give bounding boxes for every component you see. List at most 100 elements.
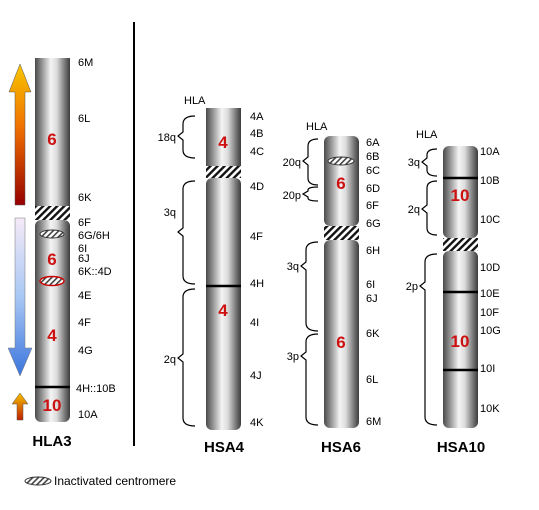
band-label: 6K bbox=[366, 328, 380, 340]
hsa10-centromere bbox=[443, 238, 478, 251]
band-label: 6H bbox=[366, 245, 380, 257]
bracket bbox=[300, 333, 319, 426]
bracket-label: 20q bbox=[283, 157, 301, 169]
hsa6-centromere bbox=[324, 226, 359, 240]
band-label: 6F bbox=[366, 200, 379, 212]
band-label: 10G bbox=[480, 325, 501, 337]
band-label: 6D bbox=[366, 183, 380, 195]
bracket-label: 18q bbox=[158, 132, 176, 144]
band-label: 4F bbox=[78, 317, 91, 329]
band-label: 6I bbox=[366, 279, 375, 291]
bracket-label: 3q bbox=[408, 157, 420, 169]
band-label: 6K bbox=[78, 192, 92, 204]
band-label: 6G/6H bbox=[78, 230, 110, 242]
band-label: 10A bbox=[480, 146, 500, 158]
hla3-centromere bbox=[35, 206, 70, 220]
legend-label: Inactivated centromere bbox=[54, 474, 176, 488]
band-label: 6B bbox=[366, 151, 379, 163]
hsa6-chromosome: HLA 6 6 6A 6B 6C 6D 6F 6G 6H 6I 6J 6K 6L… bbox=[283, 121, 382, 456]
band-label: 4D bbox=[250, 181, 264, 193]
band-label: 6I bbox=[78, 243, 87, 255]
bracket-label: 2q bbox=[164, 354, 176, 366]
hsa10-chromosome: HLA 10 10 10A 10B 10C 10D 10E 10F 10G 10… bbox=[406, 129, 501, 456]
bracket bbox=[177, 115, 196, 159]
band-label: 10B bbox=[480, 175, 500, 187]
band-label: 6L bbox=[78, 113, 90, 125]
band-label: 4G bbox=[78, 345, 93, 357]
bracket-label: 3p bbox=[287, 351, 299, 363]
band-label: 4B bbox=[250, 128, 263, 140]
inactivated-centromere-icon bbox=[39, 229, 65, 239]
inactivated-centromere-icon bbox=[24, 476, 52, 486]
bracket bbox=[421, 148, 438, 177]
band-label: 6J bbox=[78, 253, 90, 265]
chromosome-name: HSA4 bbox=[204, 439, 245, 456]
bracket-label: 20p bbox=[283, 190, 301, 202]
inactivated-centromere-red-icon bbox=[39, 275, 65, 287]
segment-number: 4 bbox=[218, 301, 228, 320]
chromosome-name: HSA10 bbox=[437, 439, 485, 456]
bracket-label: 2q bbox=[408, 204, 420, 216]
band-label: 10I bbox=[480, 363, 495, 375]
legend: Inactivated centromere bbox=[24, 474, 176, 488]
hsa4-lower-arm bbox=[206, 178, 241, 430]
band-label: 6K::4D bbox=[78, 266, 112, 278]
bracket bbox=[301, 186, 319, 202]
band-label: 4F bbox=[250, 231, 263, 243]
arrow-down-icon bbox=[7, 217, 33, 377]
hsa4-upper-arm bbox=[206, 108, 241, 166]
hsa6-lower-arm bbox=[324, 240, 359, 428]
band-label: 6A bbox=[366, 137, 380, 149]
band-label: 10K bbox=[480, 403, 500, 415]
bracket bbox=[300, 241, 319, 332]
bracket bbox=[302, 138, 319, 186]
hla3-upper-arm bbox=[35, 58, 70, 206]
inactivated-centromere-icon bbox=[327, 156, 355, 166]
band-label: 6J bbox=[366, 293, 378, 305]
segment-number: 4 bbox=[218, 133, 228, 152]
bracket bbox=[177, 180, 196, 285]
band-label: 4H bbox=[250, 278, 264, 290]
arrow-up-icon bbox=[8, 63, 32, 206]
band-label: 6C bbox=[366, 165, 380, 177]
band-label: 6F bbox=[78, 217, 91, 229]
band-label: 4A bbox=[250, 111, 264, 123]
band-label: 4K bbox=[250, 417, 264, 429]
segment-number: 6 bbox=[47, 250, 56, 269]
hsa4-chromosome: HLA 4 4 4A 4B 4C 4D 4F 4H 4I 4J 4K 18q 3… bbox=[158, 95, 264, 456]
bracket-label: 3q bbox=[164, 207, 176, 219]
hla3-lower-arm bbox=[35, 220, 70, 422]
bracket-label: 3q bbox=[287, 261, 299, 273]
band-label: 10A bbox=[78, 409, 98, 421]
band-label: 6M bbox=[366, 416, 381, 428]
segment-number: 10 bbox=[43, 396, 62, 415]
band-label: 4J bbox=[250, 370, 262, 382]
segment-number: 6 bbox=[336, 174, 345, 193]
segment-number: 10 bbox=[451, 332, 470, 351]
hsa10-upper-arm bbox=[443, 146, 478, 238]
chromosome-name: HSA6 bbox=[321, 439, 361, 456]
bracket bbox=[419, 253, 438, 426]
hla3-chromosome: 6 6 4 10 6M 6L 6K 6F 6G/6H 6I 6J 6K::4D … bbox=[7, 57, 116, 450]
segment-number: 10 bbox=[451, 186, 470, 205]
band-label: 6M bbox=[78, 57, 93, 69]
small-arrow-up-icon bbox=[11, 392, 29, 421]
band-label: 10D bbox=[480, 262, 500, 274]
segment-number: 6 bbox=[336, 333, 345, 352]
segment-number: 4 bbox=[47, 326, 57, 345]
band-label: 6G bbox=[366, 218, 381, 230]
band-label: 10F bbox=[480, 307, 499, 319]
bracket bbox=[177, 288, 196, 427]
chromosome-name: HLA3 bbox=[32, 433, 71, 450]
bracket-label: 2p bbox=[406, 281, 418, 293]
segment-number: 6 bbox=[47, 130, 56, 149]
band-label: 10E bbox=[480, 288, 500, 300]
hla-label: HLA bbox=[416, 129, 438, 141]
hsa10-lower-arm bbox=[443, 251, 478, 428]
band-label: 4H::10B bbox=[76, 383, 116, 395]
hla-label: HLA bbox=[306, 121, 328, 133]
band-label: 10C bbox=[480, 214, 500, 226]
hla-label: HLA bbox=[184, 95, 206, 107]
band-label: 6L bbox=[366, 374, 378, 386]
